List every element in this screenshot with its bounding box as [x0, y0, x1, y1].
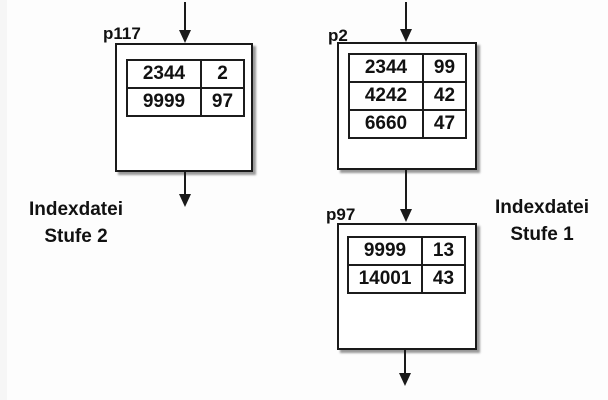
table-row: 14001 43	[347, 264, 466, 294]
key-cell: 2344	[126, 59, 202, 89]
node-table-p117: 2344 2 9999 97	[126, 59, 245, 117]
arrow-p2-to-p97-line	[405, 170, 407, 209]
key-cell: 2344	[348, 53, 424, 83]
arrow-out-of-p117-head-icon	[179, 194, 191, 207]
key-cell: 9999	[126, 87, 202, 117]
table-row: 9999 13	[347, 236, 466, 266]
caption-line-2: Stufe 1	[510, 224, 574, 245]
arrow-p2-to-p97-head-icon	[400, 209, 412, 222]
table-row: 2344 99	[348, 53, 467, 83]
key-cell: 4242	[348, 81, 424, 111]
pointer-cell: 2	[200, 59, 245, 89]
caption-line-2: Stufe 2	[44, 226, 108, 247]
page-edge-strip	[0, 0, 7, 400]
caption-line-1: Indexdatei	[29, 199, 123, 220]
arrow-into-p2-head-icon	[400, 29, 412, 42]
key-cell: 6660	[348, 109, 424, 139]
table-row: 6660 47	[348, 109, 467, 139]
arrow-into-p117-head-icon	[179, 30, 191, 43]
arrow-out-of-p97-head-icon	[399, 373, 411, 386]
pointer-cell: 99	[422, 53, 467, 83]
key-cell: 14001	[347, 264, 423, 294]
caption-indexdatei-stufe-2: Indexdatei Stufe 2	[8, 196, 144, 250]
caption-indexdatei-stufe-1: Indexdatei Stufe 1	[478, 194, 606, 248]
node-label-p117: p117	[103, 24, 141, 43]
node-table-p97: 9999 13 14001 43	[347, 236, 466, 294]
pointer-cell: 43	[421, 264, 466, 294]
pointer-cell: 42	[422, 81, 467, 111]
node-table-p2: 2344 99 4242 42 6660 47	[348, 53, 467, 139]
caption-line-1: Indexdatei	[495, 197, 589, 218]
arrow-into-p2-line	[405, 2, 407, 29]
table-row: 2344 2	[126, 59, 245, 89]
table-row: 4242 42	[348, 81, 467, 111]
pointer-cell: 13	[421, 236, 466, 266]
arrow-out-of-p117-line	[184, 172, 186, 194]
arrow-out-of-p97-line	[404, 350, 406, 373]
pointer-cell: 47	[422, 109, 467, 139]
node-label-p97: p97	[326, 205, 356, 224]
table-row: 9999 97	[126, 87, 245, 117]
arrow-into-p117-line	[184, 2, 186, 30]
pointer-cell: 97	[200, 87, 245, 117]
key-cell: 9999	[347, 236, 423, 266]
node-label-p2: p2	[328, 26, 348, 45]
